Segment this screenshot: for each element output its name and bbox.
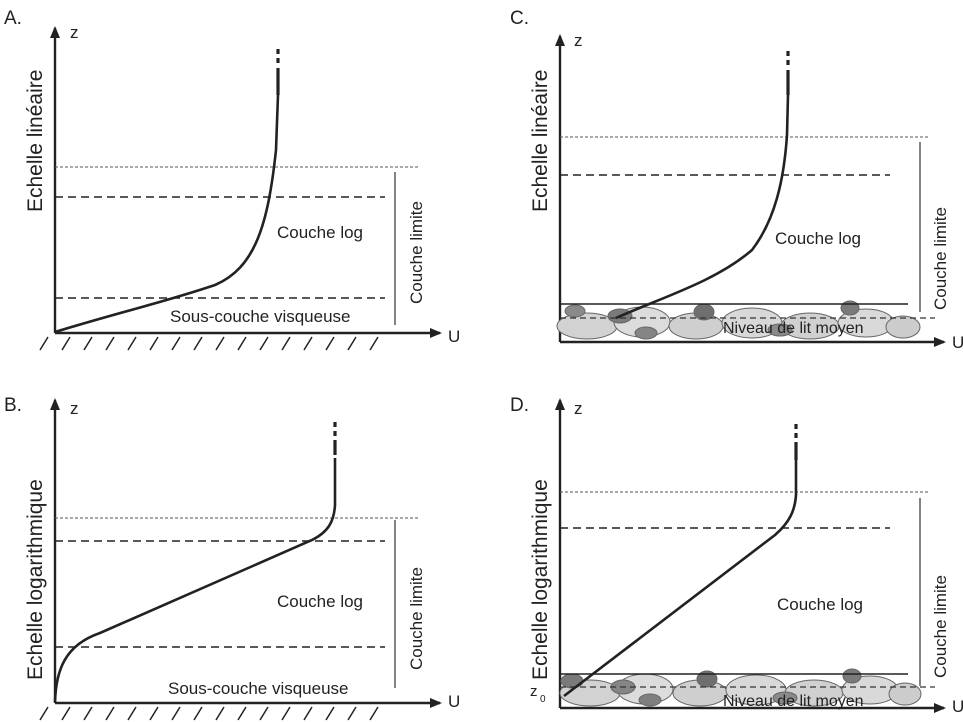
panel-b: B. z U Echelle logarithmique Couche log …: [4, 395, 460, 721]
panel-b-y-axis-label: Echelle logarithmique: [24, 479, 47, 680]
panel-c-log-layer-label: Couche log: [775, 229, 861, 248]
panel-d-letter: D.: [510, 395, 529, 416]
panel-d-y-axis-label: Echelle logarithmique: [529, 479, 552, 680]
panel-a-log-layer-label: Couche log: [277, 223, 363, 242]
panel-c-boundary-layer-label: Couche limite: [931, 207, 950, 310]
panel-c-velocity-profile: [615, 94, 790, 320]
panel-b-viscous-sublayer-label: Sous-couche visqueuse: [168, 679, 349, 698]
panel-c: C. z U Echelle linéaire Couc: [510, 8, 963, 352]
panel-d-z-label: z: [574, 399, 583, 418]
panel-b-log-layer-label: Couche log: [277, 592, 363, 611]
panel-d-bed-label: Niveau de lit moyen: [723, 693, 864, 710]
panel-c-y-axis-label: Echelle linéaire: [529, 70, 552, 212]
panel-a-z-label: z: [70, 23, 79, 42]
panel-a-y-axis-label: Echelle linéaire: [24, 70, 47, 212]
panel-c-u-label: U: [952, 333, 963, 352]
panel-a-velocity-profile: [54, 94, 280, 334]
panel-a: A. z U Echelle linéaire Couche log Sous-…: [4, 8, 460, 351]
panel-d-u-label: U: [952, 697, 963, 716]
panel-b-u-label: U: [448, 692, 460, 711]
panel-d-velocity-profile: [563, 460, 798, 698]
panel-c-letter: C.: [510, 8, 529, 29]
panel-d-z0-subscript: 0: [540, 694, 546, 705]
panel-b-wall-hatching: [39, 706, 379, 721]
panel-c-bed-label: Niveau de lit moyen: [723, 320, 864, 337]
panel-d: D. z U Echelle logarithmique: [510, 395, 963, 716]
panel-b-velocity-profile: [53, 458, 337, 703]
panel-c-z-label: z: [574, 31, 583, 50]
panel-a-viscous-sublayer-label: Sous-couche visqueuse: [170, 307, 351, 326]
panel-a-boundary-layer-label: Couche limite: [407, 201, 426, 304]
panel-d-z0-label: z: [530, 683, 538, 700]
panel-d-log-layer-label: Couche log: [777, 595, 863, 614]
panel-d-boundary-layer-label: Couche limite: [931, 575, 950, 678]
panel-b-boundary-layer-label: Couche limite: [407, 567, 426, 670]
panel-c-sediment-bed: [556, 300, 921, 340]
panel-b-letter: B.: [4, 395, 22, 416]
panel-a-wall-hatching: [39, 336, 379, 351]
panel-b-z-label: z: [70, 399, 79, 418]
panel-a-letter: A.: [4, 8, 22, 29]
panel-a-u-label: U: [448, 327, 460, 346]
